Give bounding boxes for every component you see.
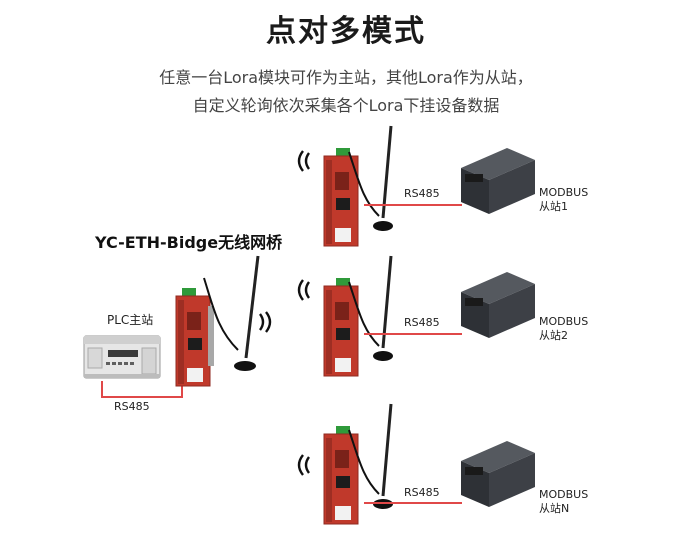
slave-n-wifi-icon — [297, 454, 310, 476]
plc-label: PLC主站 — [107, 313, 154, 327]
slave-1-wifi-icon — [297, 150, 310, 172]
plc-wire-vertical — [101, 381, 103, 397]
plc-wire-up — [181, 383, 183, 398]
slave-2-device-line-2: 从站2 — [539, 329, 568, 342]
slave-1-device-line-1: MODBUS — [539, 186, 589, 199]
slave-1-wire — [364, 204, 462, 206]
slave-2-bridge-icon — [323, 278, 359, 377]
subtitle-line-1: 任意一台Lora模块可作为主站，其他Lora作为从站， — [159, 68, 533, 87]
slave-2-link-label: RS485 — [404, 316, 440, 329]
subtitle-line-2: 自定义轮询依次采集各个Lora下挂设备数据 — [192, 96, 500, 115]
slave-1-device-line-2: 从站1 — [539, 200, 568, 213]
slave-n-module-icon — [461, 441, 535, 507]
model-label: YC-ETH-Bidge无线网桥 — [95, 233, 283, 252]
slave-n-device-line-1: MODBUS — [539, 488, 589, 501]
plc-wire-horizontal — [101, 396, 183, 398]
slave-1-module-icon — [461, 148, 535, 214]
slave-n-bridge-icon — [323, 426, 359, 525]
slave-2-wire — [364, 333, 462, 335]
page-title: 点对多模式 — [266, 14, 426, 49]
plc-device-icon — [83, 335, 161, 379]
slave-n-antenna-icon — [348, 403, 393, 509]
slave-n-wire — [364, 502, 462, 504]
master-link-label: RS485 — [114, 400, 150, 413]
slave-1-antenna-icon — [348, 125, 393, 231]
slave-n-link-label: RS485 — [404, 486, 440, 499]
slave-2-module-icon — [461, 272, 535, 338]
slave-2-device-line-1: MODBUS — [539, 315, 589, 328]
slave-2-antenna-icon — [348, 255, 393, 361]
master-wifi-icon — [259, 311, 272, 333]
slave-1-link-label: RS485 — [404, 187, 440, 200]
slave-n-device-line-2: 从站N — [539, 502, 570, 515]
master-bridge-icon — [175, 288, 214, 387]
slave-1-bridge-icon — [323, 148, 359, 247]
slave-2-wifi-icon — [297, 279, 310, 301]
master-antenna-icon — [203, 255, 260, 371]
